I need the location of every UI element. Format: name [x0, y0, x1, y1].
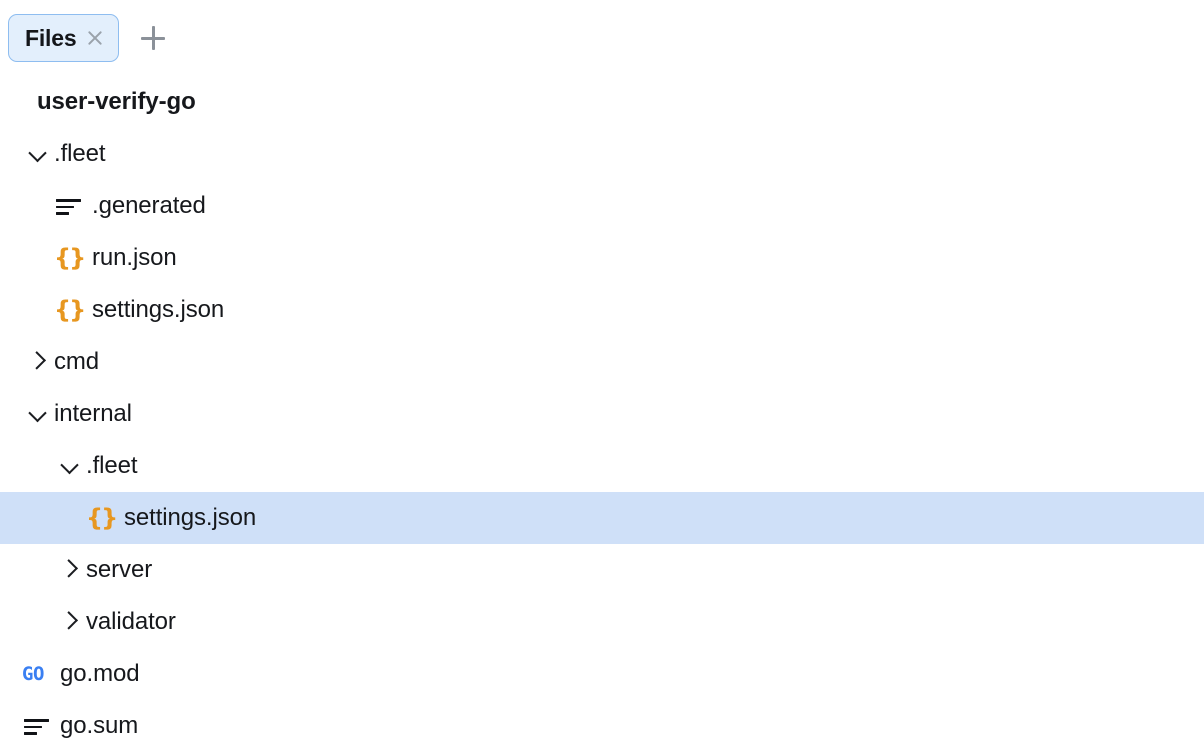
- tree-row[interactable]: server: [0, 544, 1204, 596]
- tree-row-label: settings.json: [92, 296, 225, 323]
- tree-row-label: cmd: [54, 348, 100, 375]
- chevron-right-icon[interactable]: [22, 347, 52, 377]
- tree-row[interactable]: {}run.json: [0, 232, 1204, 284]
- tab-bar: Files: [0, 0, 1204, 76]
- tree-row[interactable]: {}settings.json: [0, 492, 1204, 544]
- tab-files-label: Files: [25, 24, 77, 51]
- tree-row-label: validator: [86, 608, 176, 635]
- tree-row[interactable]: go.sum: [0, 700, 1204, 752]
- file-tree: user-verify-go.fleet.generated{}run.json…: [0, 76, 1204, 752]
- tree-row-label: internal: [54, 400, 132, 427]
- go-file-icon: GO: [22, 663, 44, 685]
- json-file-icon: {}: [54, 296, 86, 324]
- tree-row-label: go.mod: [60, 660, 140, 687]
- tree-row-label: .fleet: [54, 140, 106, 167]
- tree-row[interactable]: internal: [0, 388, 1204, 440]
- chevron-down-icon[interactable]: [22, 399, 52, 429]
- chevron-down-icon[interactable]: [54, 451, 84, 481]
- tree-row-label: server: [86, 556, 153, 583]
- tree-row[interactable]: .generated: [0, 180, 1204, 232]
- lines-file-icon: [22, 711, 52, 741]
- chevron-down-icon[interactable]: [22, 139, 52, 169]
- tree-row-label: run.json: [92, 244, 177, 271]
- tree-row-label: user-verify-go: [37, 88, 196, 115]
- close-icon[interactable]: [84, 27, 106, 49]
- tree-row-root[interactable]: user-verify-go: [0, 76, 1204, 128]
- json-file-icon: {}: [54, 244, 86, 272]
- tree-row[interactable]: cmd: [0, 336, 1204, 388]
- json-file-icon: {}: [86, 504, 118, 532]
- tree-row[interactable]: {}settings.json: [0, 284, 1204, 336]
- plus-icon[interactable]: [129, 14, 177, 62]
- tree-row-label: go.sum: [60, 712, 139, 739]
- tree-row-label: .fleet: [86, 452, 138, 479]
- tree-row[interactable]: .fleet: [0, 440, 1204, 492]
- tree-row[interactable]: GO go.mod: [0, 648, 1204, 700]
- tree-row[interactable]: validator: [0, 596, 1204, 648]
- lines-file-icon: [54, 191, 84, 221]
- tree-row-label: .generated: [92, 192, 206, 219]
- tree-row[interactable]: .fleet: [0, 128, 1204, 180]
- tab-files[interactable]: Files: [8, 14, 120, 62]
- chevron-right-icon[interactable]: [54, 555, 84, 585]
- chevron-right-icon[interactable]: [54, 607, 84, 637]
- tree-row-label: settings.json: [124, 504, 257, 531]
